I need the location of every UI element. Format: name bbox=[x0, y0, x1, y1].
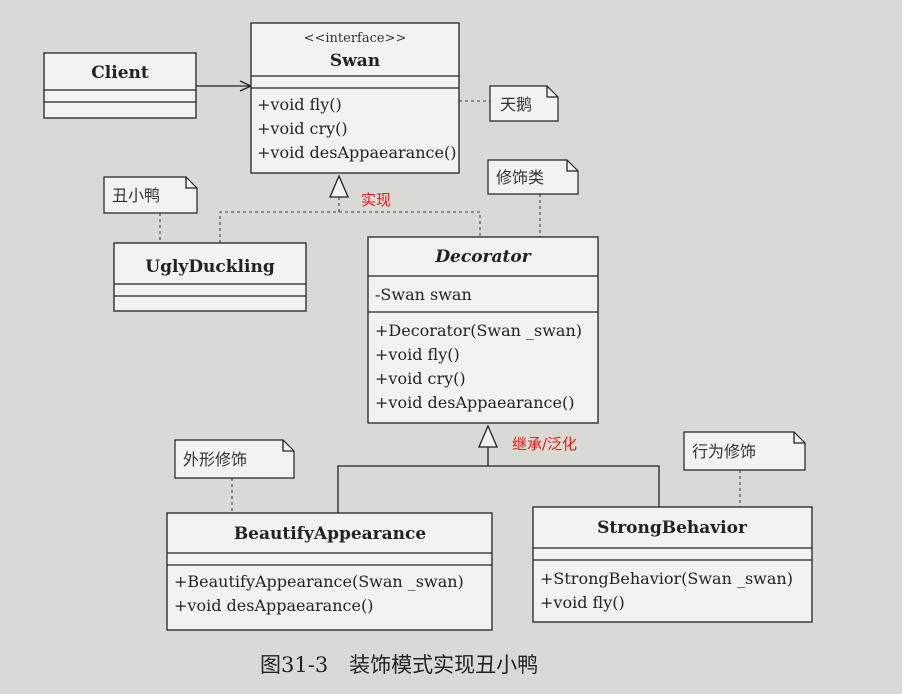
note-text: 丑小鸭 bbox=[112, 186, 160, 205]
class-name: Client bbox=[91, 63, 149, 83]
note-text: 外形修饰 bbox=[183, 450, 247, 469]
note-text: 修饰类 bbox=[496, 168, 544, 187]
note-swan: 天鹅 bbox=[489, 85, 559, 122]
realize-annotation: 实现 bbox=[361, 191, 391, 209]
class-name: UglyDuckling bbox=[145, 257, 275, 277]
class-decorator: Decorator -Swan swan +Decorator(Swan _sw… bbox=[367, 236, 599, 424]
method: +void fly() bbox=[257, 95, 342, 114]
note-beautify: 外形修饰 bbox=[174, 439, 295, 479]
method: +Decorator(Swan _swan) bbox=[375, 321, 582, 340]
method: +BeautifyAppearance(Swan _swan) bbox=[174, 572, 464, 591]
class-name: BeautifyAppearance bbox=[234, 524, 427, 544]
inheritance-line bbox=[337, 447, 660, 513]
realization-line bbox=[219, 197, 481, 243]
note-strong: 行为修饰 bbox=[683, 431, 806, 471]
class-strong-behavior: StrongBehavior +StrongBehavior(Swan _swa… bbox=[532, 506, 813, 623]
method: +void cry() bbox=[257, 119, 348, 138]
inheritance-arrowhead bbox=[478, 424, 498, 448]
note-decorator: 修饰类 bbox=[487, 159, 579, 195]
method: +void desAppaearance() bbox=[257, 143, 456, 162]
method: +void fly() bbox=[375, 345, 460, 364]
class-name: StrongBehavior bbox=[597, 518, 748, 538]
class-swan: <<interface>> Swan +void fly() +void cry… bbox=[250, 22, 460, 174]
class-beautify-appearance: BeautifyAppearance +BeautifyAppearance(S… bbox=[166, 512, 493, 631]
class-name: Swan bbox=[330, 51, 380, 71]
method: +void desAppaearance() bbox=[174, 596, 373, 615]
method: +void fly() bbox=[540, 593, 625, 612]
class-ugly-duckling: UglyDuckling bbox=[113, 242, 307, 312]
stereotype: <<interface>> bbox=[304, 31, 407, 46]
field: -Swan swan bbox=[375, 285, 472, 304]
note-ugly-duckling: 丑小鸭 bbox=[103, 176, 198, 214]
figure-caption: 图31-3 装饰模式实现丑小鸭 bbox=[260, 653, 538, 677]
inherit-annotation: 继承/泛化 bbox=[512, 435, 577, 453]
class-name: Decorator bbox=[434, 247, 531, 267]
method: +StrongBehavior(Swan _swan) bbox=[540, 569, 793, 588]
class-client: Client bbox=[43, 52, 197, 119]
note-text: 行为修饰 bbox=[692, 442, 756, 461]
method: +void desAppaearance() bbox=[375, 393, 574, 412]
note-text: 天鹅 bbox=[500, 95, 532, 114]
method: +void cry() bbox=[375, 369, 466, 388]
realization-arrowhead bbox=[329, 174, 349, 198]
